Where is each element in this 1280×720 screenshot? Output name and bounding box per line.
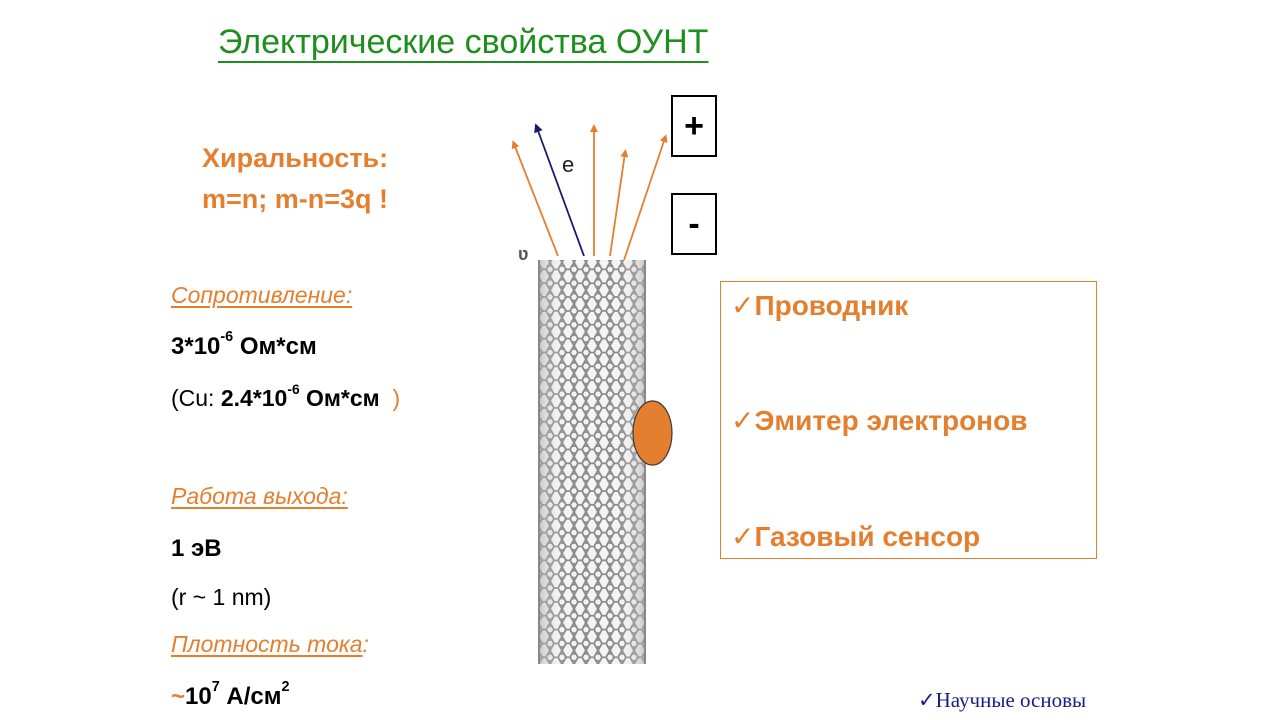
emission-arrow [623, 134, 668, 261]
copper-resistance: (Cu: 2.4*10-6 Ом*см ) [171, 381, 401, 412]
chirality-label: Хиральность: [202, 143, 389, 173]
resistance-value-exp: -6 [220, 329, 234, 346]
work-function-note: (r ~ 1 nm) [171, 584, 272, 610]
current-density-value: ~107 А/см2 [171, 680, 290, 711]
current-density-unit: А/см [219, 683, 282, 710]
check-icon: ✓ [731, 521, 755, 552]
chirality-condition: m=n; m-n=3q ! [202, 184, 389, 214]
chirality-block: Хиральность: m=n; m-n=3q ! [202, 138, 388, 220]
emission-arrow [609, 149, 629, 257]
work-function-label: Работа выхода: [171, 483, 348, 509]
adsorbed-molecule-icon [632, 400, 673, 466]
check-icon: ✓ [731, 405, 755, 436]
current-density-exp: 7 [211, 679, 220, 696]
check-icon: ✓ [731, 290, 755, 321]
resistance-value: 3*10-6 Ом*см [171, 330, 317, 361]
current-density-unit-exp: 2 [281, 679, 290, 696]
current-density-label: Плотность тока [171, 631, 363, 657]
current-density-heading: Плотность тока: [171, 631, 369, 658]
property-conductor: ✓Проводник [731, 289, 908, 322]
copper-base: 2.4*10 [220, 385, 288, 411]
copper-open: (Cu: [171, 385, 221, 411]
current-density-tilde: ~ [171, 683, 186, 710]
copper-unit: Ом*см [299, 385, 380, 411]
nanotube-shading [538, 260, 646, 664]
plus-electrode: + [671, 95, 717, 157]
resistance-value-base: 3*10 [171, 333, 221, 360]
copper-close: ) [379, 385, 401, 411]
check-icon: ✓ [918, 688, 936, 712]
resistance-label: Сопротивление: [171, 282, 353, 308]
footer-text: Научные основы [935, 688, 1087, 712]
work-function-value: 1 эВ [171, 535, 222, 562]
property-gas-sensor: ✓Газовый сенсор [731, 520, 980, 553]
electron-arrow [534, 123, 585, 257]
property-label: Эмитер электронов [754, 405, 1028, 436]
electron-label: e [562, 152, 575, 177]
tube-corner-mark: ʋ [518, 244, 528, 264]
property-emitter: ✓Эмитер электронов [731, 404, 1027, 437]
emission-arrow [511, 140, 559, 257]
minus-electrode: - [671, 193, 717, 255]
current-density-colon: : [362, 631, 369, 657]
footer-note: ✓Научные основы [918, 688, 1086, 713]
property-label: Газовый сенсор [754, 521, 981, 552]
properties-box [720, 281, 1097, 559]
nanotube-diagram: ʋ [511, 123, 673, 664]
property-label: Проводник [754, 290, 909, 321]
copper-exp: -6 [287, 381, 300, 397]
resistance-value-unit: Ом*см [233, 333, 317, 360]
slide-title: Электрические свойства ОУНТ [218, 23, 709, 61]
current-density-base: 10 [185, 683, 212, 710]
